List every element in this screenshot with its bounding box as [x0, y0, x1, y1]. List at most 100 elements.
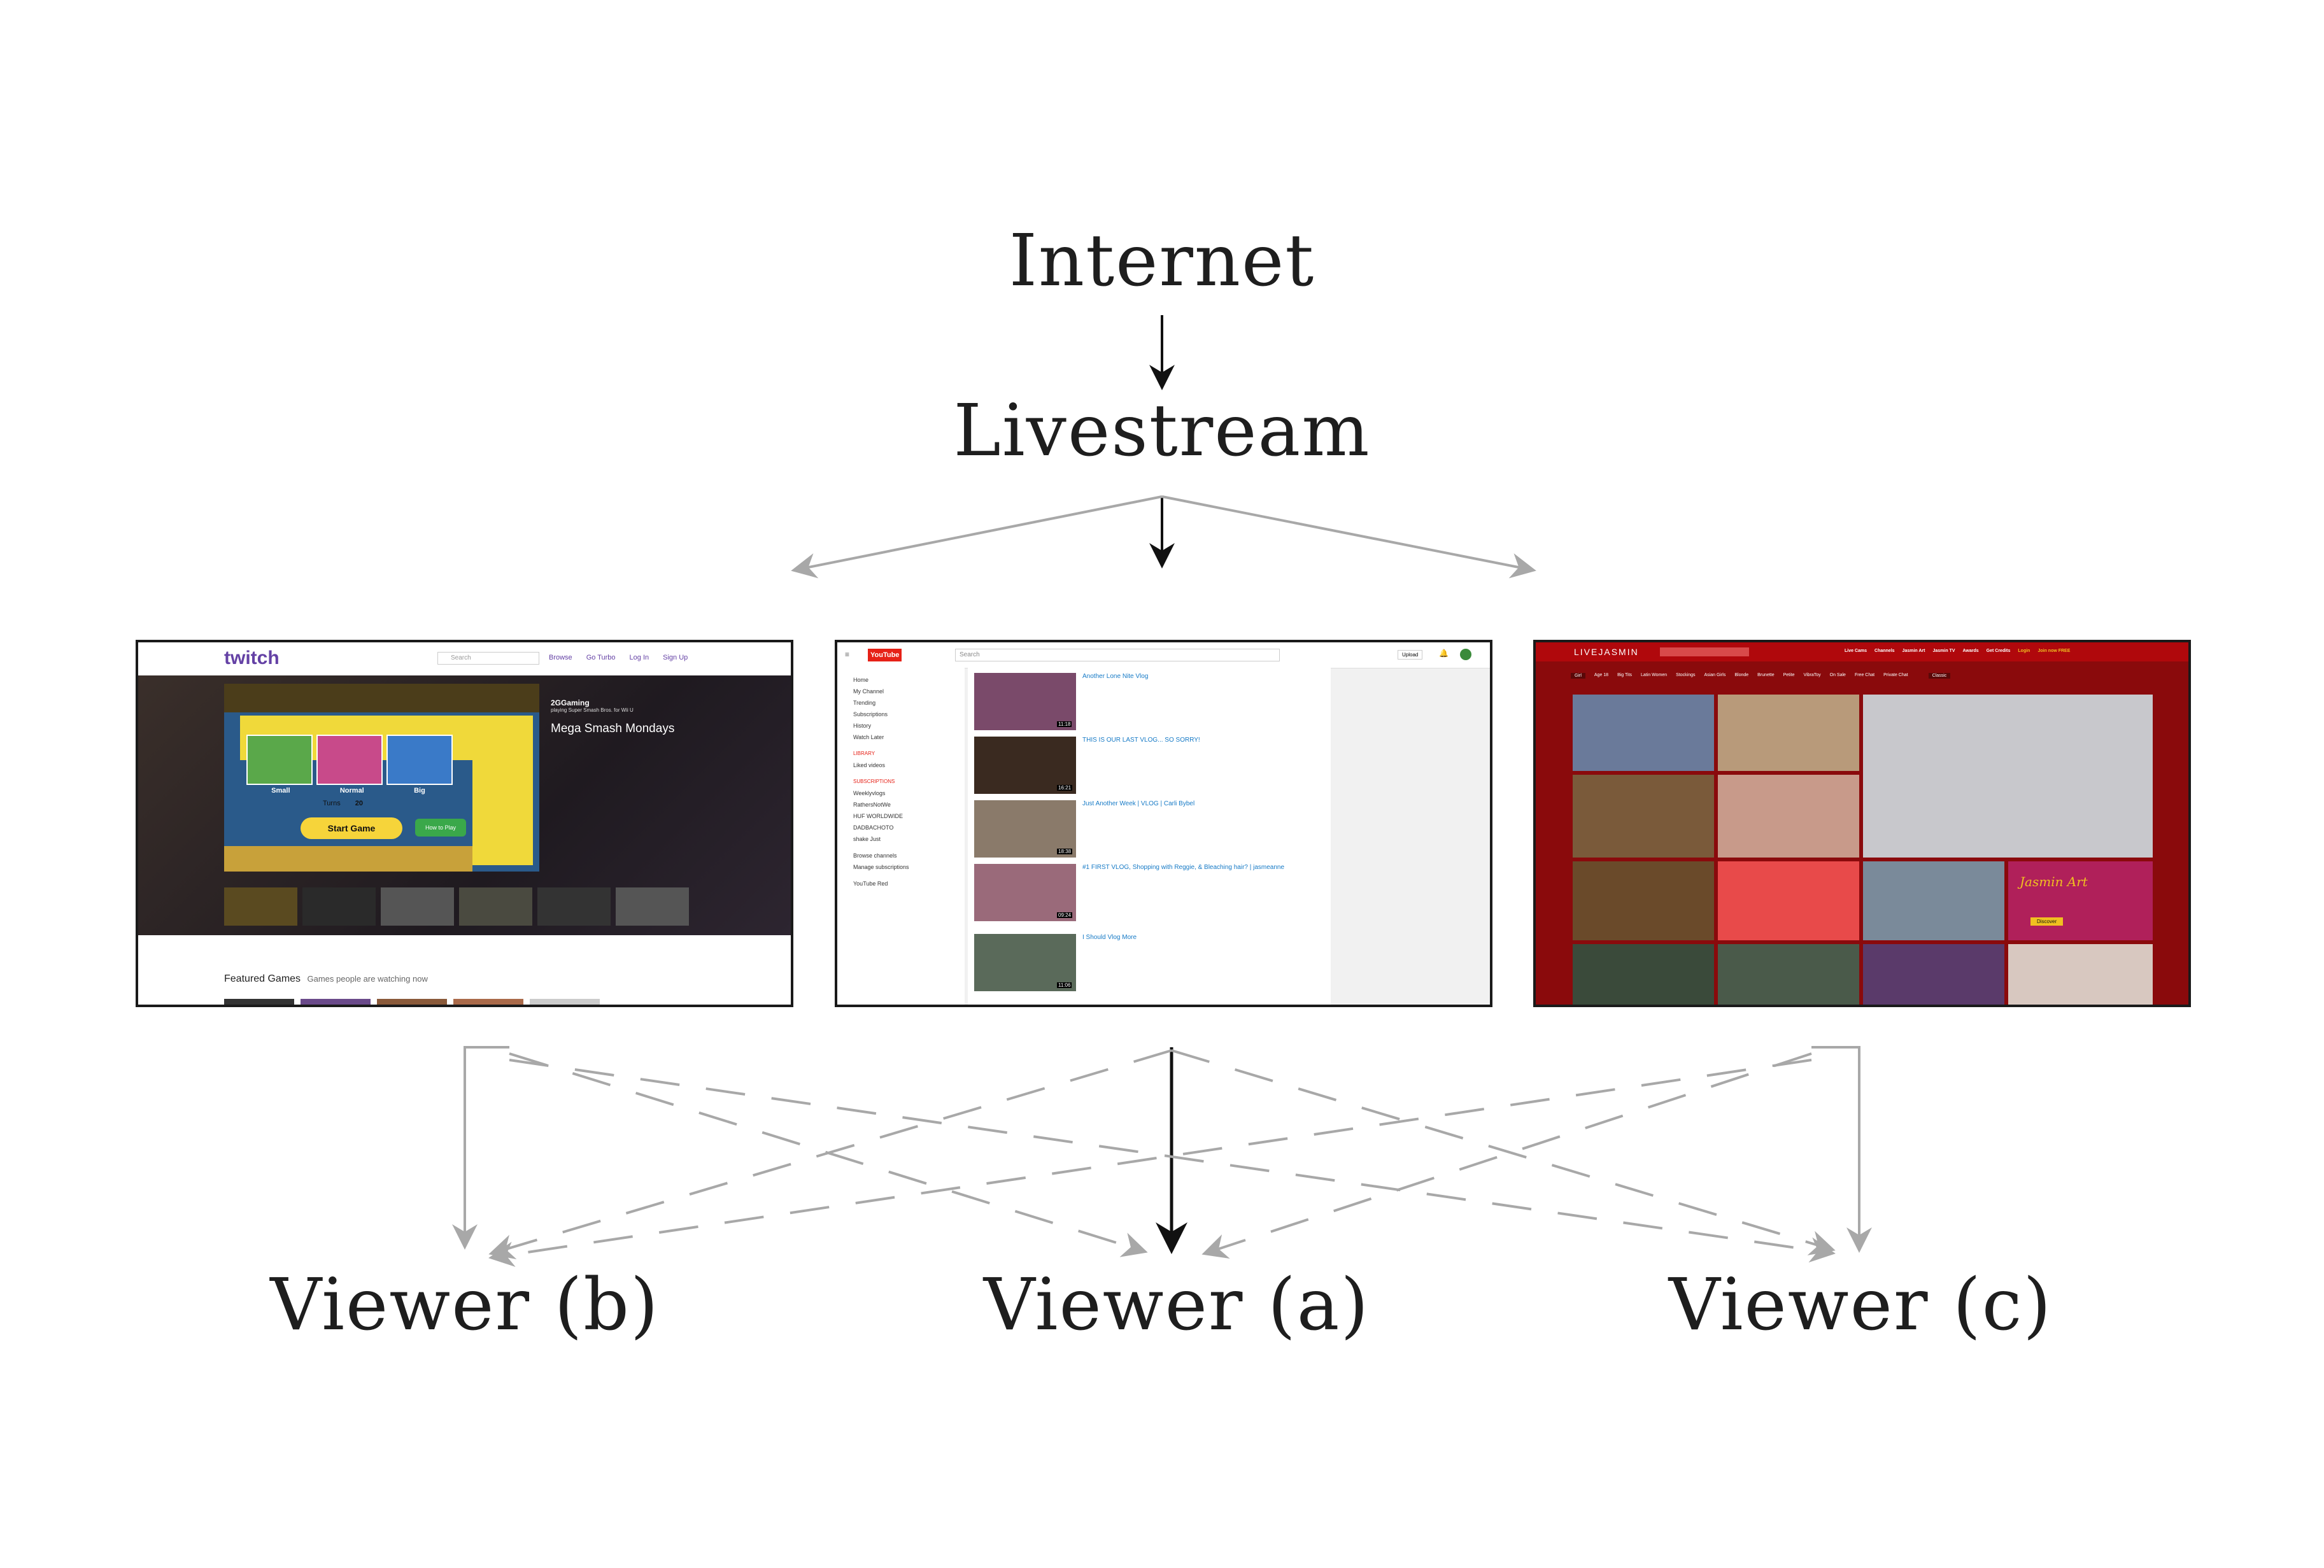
youtube-header: ≡ YouTube Search Upload 🔔	[837, 642, 1490, 668]
video-thumbnail[interactable]	[974, 800, 1076, 858]
youtube-menu-icon[interactable]: ≡	[845, 650, 850, 659]
livejasmin-nav-live-cams[interactable]: Live Cams	[1845, 649, 1867, 653]
video-thumbnail[interactable]	[974, 737, 1076, 794]
twitch-thumb[interactable]	[302, 887, 376, 926]
cam-tile[interactable]	[1718, 944, 1859, 1005]
livejasmin-nav-channels[interactable]: Channels	[1874, 649, 1895, 653]
bell-icon[interactable]: 🔔	[1439, 649, 1449, 658]
twitch-search-input[interactable]: Search	[437, 652, 539, 665]
video-title[interactable]: I Should Vlog More	[1082, 934, 1137, 941]
video-row[interactable]: 18:38 Just Another Week | VLOG | Carli B…	[974, 800, 1324, 858]
cam-tile[interactable]	[1863, 861, 2004, 940]
video-title[interactable]: Just Another Week | VLOG | Carli Bybel	[1082, 800, 1195, 807]
discover-button[interactable]: Discover	[2030, 917, 2064, 926]
twitch-nav-signup[interactable]: Sign Up	[663, 654, 688, 661]
cam-tile[interactable]	[1863, 944, 2004, 1005]
sidebar-youtube-red[interactable]: YouTube Red	[853, 880, 888, 887]
video-thumbnail[interactable]	[974, 673, 1076, 730]
sidebar-manage-subscriptions[interactable]: Manage subscriptions	[853, 864, 909, 870]
filter-free-chat[interactable]: Free Chat	[1854, 673, 1875, 677]
cam-tile[interactable]	[1573, 775, 1714, 858]
cam-tile[interactable]	[1863, 695, 2153, 858]
twitch-thumb[interactable]	[537, 887, 611, 926]
filter-latin[interactable]: Latin Women	[1641, 673, 1668, 677]
filter-vibratoy[interactable]: VibraToy	[1803, 673, 1821, 677]
twitch-thumb[interactable]	[224, 887, 297, 926]
livejasmin-nav-login[interactable]: Login	[2018, 649, 2030, 653]
cam-tile[interactable]	[1718, 861, 1859, 940]
video-row[interactable]: 11:18 Another Lone Nite Vlog	[974, 673, 1324, 730]
livejasmin-logo[interactable]: LIVEJASMIN	[1574, 647, 1639, 657]
filter-blonde[interactable]: Blonde	[1734, 673, 1749, 677]
dashed-livejasmin-to-viewer-b	[488, 1059, 1812, 1268]
livejasmin-nav-join[interactable]: Join now FREE	[2037, 649, 2071, 653]
sidebar-item-subscriptions[interactable]: Subscriptions	[853, 711, 888, 717]
twitch-thumb[interactable]	[616, 887, 689, 926]
filter-petite[interactable]: Petite	[1783, 673, 1795, 677]
twitch-game-tab-big	[386, 735, 453, 785]
cam-tile[interactable]	[1573, 944, 1714, 1005]
filter-on-sale[interactable]: On Sale	[1829, 673, 1846, 677]
livejasmin-nav-art[interactable]: Jasmin Art	[1902, 649, 1925, 653]
twitch-playing: playing Super Smash Bros. for Wii U	[551, 707, 634, 713]
twitch-start-button[interactable]: Start Game	[301, 817, 402, 839]
cam-tile[interactable]	[1718, 775, 1859, 858]
video-row[interactable]: 09:24 #1 FIRST VLOG, Shopping with Reggi…	[974, 864, 1324, 921]
filter-classic[interactable]: Classic	[1928, 673, 1951, 679]
filter-brunette[interactable]: Brunette	[1757, 673, 1775, 677]
sidebar-sub-1[interactable]: Weeklyvlogs	[853, 790, 886, 796]
sidebar-item-history[interactable]: History	[853, 723, 872, 729]
sidebar-sub-4[interactable]: DADBACHOTO	[853, 824, 894, 831]
sidebar-item-my-channel[interactable]: My Channel	[853, 688, 884, 695]
livejasmin-nav-tv[interactable]: Jasmin TV	[1932, 649, 1955, 653]
sidebar-heading-subscriptions: SUBSCRIPTIONS	[853, 779, 895, 784]
video-thumbnail[interactable]	[974, 934, 1076, 991]
sidebar-sub-2[interactable]: RathersNotWe	[853, 802, 891, 808]
twitch-logo[interactable]: twitch	[224, 647, 280, 668]
youtube-search-input[interactable]: Search	[955, 649, 1280, 661]
cam-tile[interactable]	[1718, 695, 1859, 771]
video-title[interactable]: THIS IS OUR LAST VLOG... SO SORRY!	[1082, 737, 1200, 744]
filter-big-tits[interactable]: Big Tits	[1617, 673, 1633, 677]
video-row[interactable]: 16:21 THIS IS OUR LAST VLOG... SO SORRY!	[974, 737, 1324, 794]
sidebar-item-home[interactable]: Home	[853, 677, 869, 683]
youtube-upload-button[interactable]: Upload	[1398, 650, 1423, 660]
filter-asian[interactable]: Asian Girls	[1704, 673, 1726, 677]
twitch-thumb[interactable]	[381, 887, 454, 926]
twitch-nav-turbo[interactable]: Go Turbo	[586, 654, 616, 661]
arrow-livestream-to-livejasmin	[1161, 495, 1536, 579]
sidebar-browse-channels[interactable]: Browse channels	[853, 852, 897, 859]
livejasmin-header: LIVEJASMIN Live Cams Channels Jasmin Art…	[1536, 642, 2188, 661]
livejasmin-search-input[interactable]	[1660, 647, 1749, 656]
twitch-nav-browse[interactable]: Browse	[549, 654, 572, 661]
video-thumbnail[interactable]	[974, 864, 1076, 921]
twitch-player[interactable]: Small Normal Big Turns 20 Start Game How…	[224, 684, 539, 872]
twitch-thumb[interactable]	[459, 887, 532, 926]
twitch-nav-login[interactable]: Log In	[629, 654, 649, 661]
twitch-channel-name[interactable]: 2GGaming	[551, 698, 590, 707]
twitch-howto-button[interactable]: How to Play	[415, 819, 466, 837]
sidebar-sub-5[interactable]: shake Just	[853, 836, 881, 842]
filter-private-chat[interactable]: Private Chat	[1883, 673, 1908, 677]
video-title[interactable]: Another Lone Nite Vlog	[1082, 673, 1149, 680]
cam-tile[interactable]	[1573, 695, 1714, 771]
filter-stockings[interactable]: Stockings	[1676, 673, 1696, 677]
sidebar-item-liked[interactable]: Liked videos	[853, 762, 886, 768]
cam-tile[interactable]	[2008, 944, 2153, 1005]
youtube-logo[interactable]: YouTube	[868, 649, 902, 661]
twitch-tab-label-normal: Normal	[339, 787, 364, 795]
avatar[interactable]	[1460, 649, 1471, 660]
filter-girl[interactable]: Girl	[1571, 673, 1585, 679]
video-row[interactable]: 11:06 I Should Vlog More	[974, 934, 1324, 991]
livejasmin-nav-awards[interactable]: Awards	[1962, 649, 1979, 653]
sidebar-item-watch-later[interactable]: Watch Later	[853, 734, 884, 740]
livejasmin-nav-credits[interactable]: Get Credits	[1986, 649, 2011, 653]
twitch-howto-label: How to Play	[425, 824, 457, 831]
cam-tile[interactable]	[1573, 861, 1714, 940]
sidebar-sub-3[interactable]: HUF WORLDWIDE	[853, 813, 903, 819]
filter-age18[interactable]: Age 18	[1594, 673, 1609, 677]
video-title[interactable]: #1 FIRST VLOG, Shopping with Reggie, & B…	[1082, 864, 1285, 871]
jasmin-art-tile[interactable]: Jasmin Art Discover	[2008, 861, 2153, 940]
sidebar-item-trending[interactable]: Trending	[853, 700, 876, 706]
